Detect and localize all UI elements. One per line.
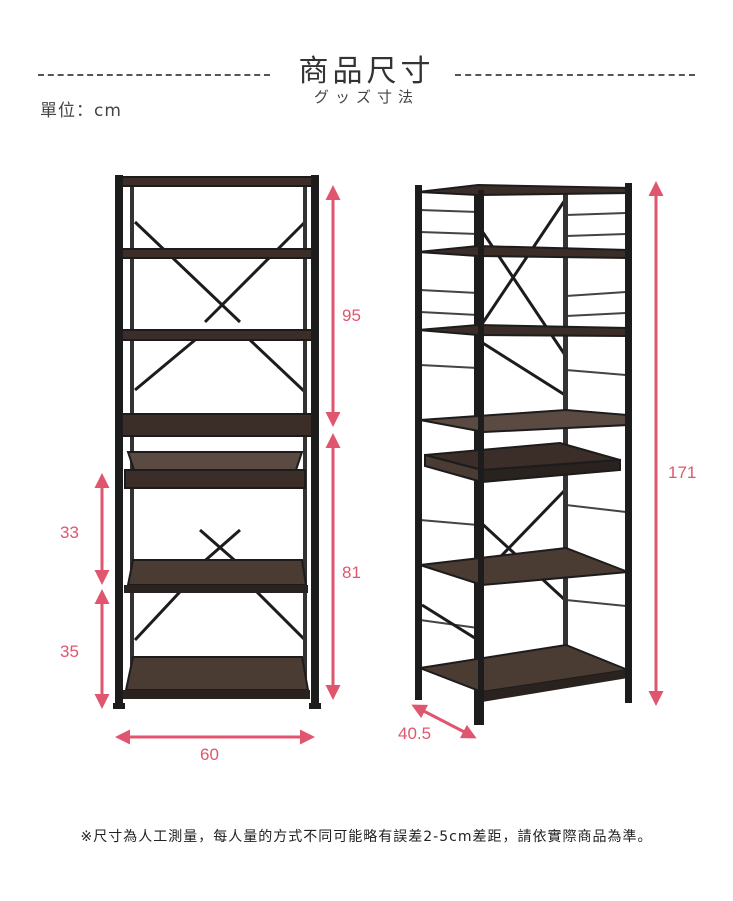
dim-width: 60: [200, 745, 219, 764]
dim-bottom-gap: 35: [60, 642, 79, 661]
title-divider-left: [38, 74, 270, 76]
side-rails: [419, 209, 627, 629]
dim-depth: 40.5: [398, 724, 432, 743]
dim-total-height: 171: [668, 463, 697, 482]
title-divider-right: [455, 74, 695, 76]
dim-drawer-gap: 33: [60, 523, 79, 542]
front-shelves: [117, 176, 315, 699]
page-title: 商品尺寸: [298, 54, 435, 89]
footer-note: ※尺寸為人工測量，每人量的方式不同可能略有誤差2-5cm差距，請依實際商品為準。: [80, 829, 653, 845]
dimension-arrows: [94, 181, 664, 745]
dim-upper-height: 95: [342, 306, 361, 325]
side-view-shelf: [415, 183, 632, 725]
arrow-depth: [411, 704, 477, 739]
page-subtitle: グッズ寸法: [313, 88, 419, 106]
dim-lower-height: 81: [342, 563, 361, 582]
unit-label: 單位：cm: [40, 101, 122, 121]
front-view-shelf: [113, 175, 321, 709]
